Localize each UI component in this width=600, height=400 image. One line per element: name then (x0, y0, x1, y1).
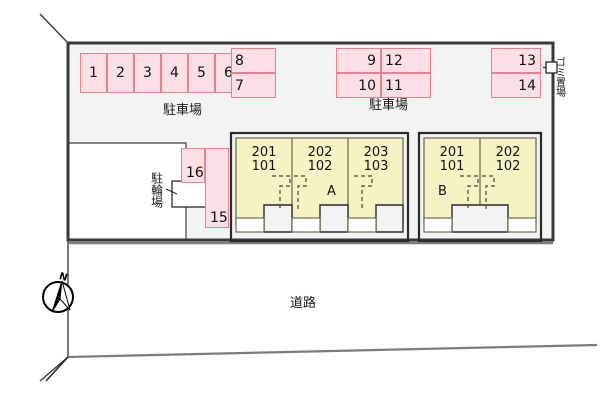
unit-a-101-lower: 101 (251, 158, 277, 174)
building-a-balcony-2 (291, 217, 321, 233)
building-a-balcony-3 (347, 217, 377, 233)
unit-a-202-102[interactable]: 202 102 (297, 146, 343, 173)
parking-stall-4[interactable]: 4 (161, 53, 188, 93)
parking-stall-9-label: 9 (367, 52, 376, 69)
parking-area-label-east: 駐車場 (369, 98, 409, 113)
building-a-letter: A (327, 184, 336, 199)
parking-stall-3[interactable]: 3 (134, 53, 161, 93)
unit-a-102-lower: 102 (307, 158, 333, 174)
building-b-stair-1 (460, 175, 479, 210)
building-b-entrance-1 (451, 204, 509, 233)
parking-stall-12[interactable]: 12 (381, 48, 431, 73)
parking-stall-14-label: 14 (518, 77, 536, 94)
parking-stall-11[interactable]: 11 (381, 73, 431, 98)
unit-b-201-101[interactable]: 201 101 (429, 146, 475, 173)
boundary-northwest-angled (39, 13, 69, 44)
unit-a-201-101[interactable]: 201 101 (241, 146, 287, 173)
unit-a-202-upper: 202 (307, 145, 333, 160)
building-b-balcony-1 (423, 217, 453, 233)
building-b-stair-2 (482, 175, 495, 210)
parking-stall-3-label: 3 (143, 65, 152, 81)
parking-stall-11-label: 11 (385, 77, 403, 94)
building-a-entrance-2 (319, 204, 349, 233)
unit-b-101-lower: 101 (439, 158, 465, 174)
parking-stall-2[interactable]: 2 (107, 53, 134, 93)
building-a-entrance-3 (375, 204, 404, 233)
parking-stall-16-label: 16 (186, 165, 204, 181)
unit-a-103-lower: 103 (363, 158, 389, 174)
parking-stall-10[interactable]: 10 (336, 73, 381, 98)
building-b-balcony-2 (507, 217, 537, 233)
building-b-letter: B (438, 184, 447, 199)
parking-stall-1-label: 1 (89, 65, 98, 81)
parking-stall-13[interactable]: 13 (491, 48, 541, 73)
building-a-stair-1 (272, 175, 291, 210)
building-a-stair-2 (294, 175, 307, 210)
building-b-frame (417, 131, 543, 243)
building-a-stair-3 (354, 175, 373, 210)
unit-b-102-lower: 102 (495, 158, 521, 174)
property-boundary (66, 41, 555, 242)
parking-stall-2-label: 2 (116, 65, 125, 81)
road-shoulder-diagonal (45, 356, 69, 382)
parking-stall-6-label: 6 (224, 65, 233, 81)
bicycle-parking-marker-box (171, 180, 209, 208)
parking-stall-1[interactable]: 1 (80, 53, 107, 93)
parking-stall-8[interactable]: 8 (231, 48, 276, 73)
building-a-balcony-1 (235, 217, 265, 233)
parking-stall-12-label: 12 (385, 52, 403, 69)
unit-a-203-upper: 203 (363, 145, 389, 160)
compass-needle-light (59, 280, 71, 311)
parking-stall-15-label: 15 (210, 210, 228, 226)
parking-stall-16[interactable]: 16 (181, 148, 205, 183)
garbage-area-label: ゴミ置場 (553, 57, 565, 97)
parking-stall-4-label: 4 (170, 65, 179, 81)
unit-b-201-upper: 201 (439, 145, 465, 160)
parking-stall-8-label: 8 (235, 52, 244, 69)
road-south-edge-line (67, 343, 598, 359)
parking-stall-13-label: 13 (518, 52, 536, 69)
parking-stall-5-label: 5 (197, 65, 206, 81)
parking-stall-14[interactable]: 14 (491, 73, 541, 98)
parking-area-label-west: 駐車場 (163, 103, 203, 118)
unit-b-202-upper: 202 (495, 145, 521, 160)
parking-stall-7[interactable]: 7 (231, 73, 276, 98)
parking-stall-15[interactable]: 15 (205, 148, 229, 228)
bicycle-parking-leader-line (165, 188, 178, 195)
parking-stall-10-label: 10 (358, 77, 376, 94)
parking-stall-7-label: 7 (235, 77, 244, 94)
unit-a-203-103[interactable]: 203 103 (353, 146, 399, 173)
building-a-entrance-1 (263, 204, 293, 233)
unit-a-201-upper: 201 (251, 145, 277, 160)
road-label: 道路 (290, 296, 317, 311)
parking-stall-9[interactable]: 9 (336, 48, 381, 73)
bicycle-parking-label: 駐輪場 (149, 172, 164, 208)
building-a-frame (229, 131, 410, 243)
unit-b-202-102[interactable]: 202 102 (485, 146, 531, 173)
bicycle-parking-area (67, 142, 187, 241)
parking-stall-5[interactable]: 5 (188, 53, 215, 93)
